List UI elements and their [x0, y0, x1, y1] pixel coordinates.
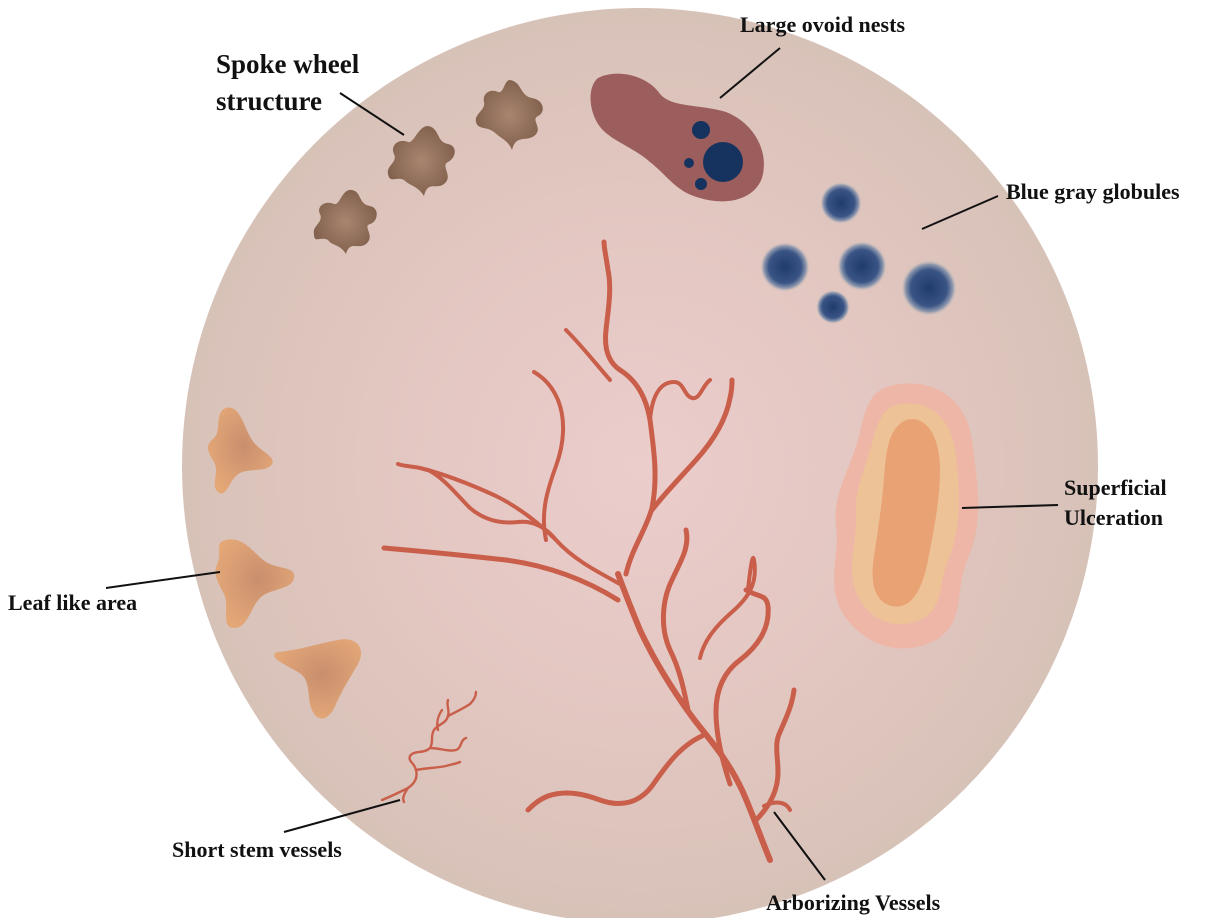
label-blue-gray-globules: Blue gray globules	[1006, 179, 1180, 204]
globule-3	[837, 241, 887, 291]
label-spoke-wheel-line2: structure	[216, 86, 322, 116]
label-short-stem-vessels: Short stem vessels	[172, 837, 342, 862]
nest-dot-upper	[692, 121, 710, 139]
label-superficial-line2: Ulceration	[1064, 505, 1163, 530]
label-large-ovoid-nests: Large ovoid nests	[740, 12, 905, 37]
label-spoke-wheel-line1: Spoke wheel	[216, 49, 360, 79]
nest-dot-bottom	[695, 178, 707, 190]
nest-dot-large	[703, 142, 743, 182]
globule-4	[901, 260, 957, 316]
label-arborizing-vessels: Arborizing Vessels	[766, 890, 941, 915]
label-superficial-line1: Superficial	[1064, 475, 1167, 500]
globule-2	[760, 242, 810, 292]
globule-5	[816, 290, 850, 324]
nest-dot-left	[684, 158, 694, 168]
label-leaf-like-area: Leaf like area	[8, 590, 137, 615]
globule-1	[820, 182, 862, 224]
